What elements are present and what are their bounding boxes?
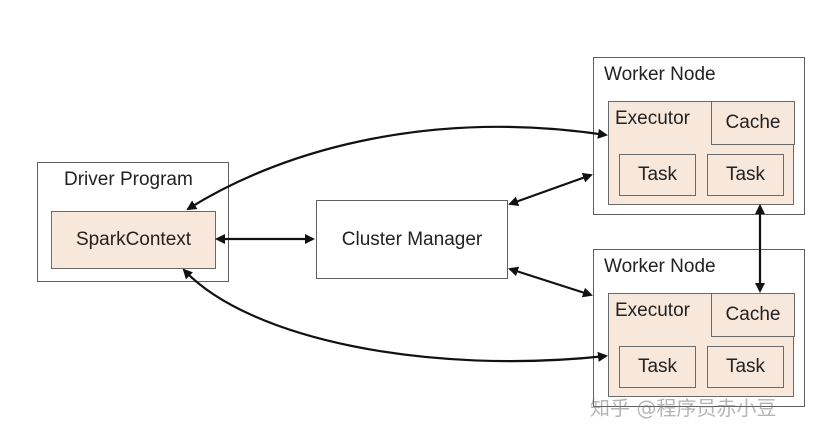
task-label: Task (637, 356, 678, 377)
task-box: Task (619, 154, 696, 196)
cluster-manager-box: Cluster Manager (316, 200, 508, 279)
arrow-cluster-manager-worker-2 (508, 266, 593, 298)
watermark-text: 知乎 @程序员赤小豆 (590, 396, 777, 420)
spark-context-label: SparkContext (75, 229, 192, 250)
cluster-manager-label: Cluster Manager (341, 228, 483, 250)
arrow-driver-worker-1 (186, 125, 608, 211)
cache-box: Cache (711, 100, 795, 145)
cache-label: Cache (725, 303, 781, 325)
task-label: Task (725, 164, 766, 185)
task-label: Task (725, 356, 766, 377)
task-label: Task (637, 164, 678, 185)
worker-node-title: Worker Node (604, 256, 716, 277)
executor-label: Executor (615, 300, 690, 321)
worker-node-title: Worker Node (604, 64, 716, 85)
arrow-cluster-manager-worker-1 (508, 172, 593, 207)
executor-box: Executor Cache Task Task (608, 292, 795, 397)
task-box: Task (619, 346, 696, 388)
executor-label: Executor (615, 108, 690, 129)
arrow-driver-worker-2 (182, 268, 608, 363)
cache-label: Cache (725, 111, 781, 133)
spark-context-box: SparkContext (51, 211, 216, 269)
executor-box: Executor Cache Task Task (608, 100, 795, 205)
worker-node-box: Worker Node Executor Cache Task Task (593, 57, 805, 215)
driver-program-title: Driver Program (64, 169, 193, 190)
task-box: Task (707, 154, 784, 196)
cache-box: Cache (711, 292, 795, 337)
task-box: Task (707, 346, 784, 388)
worker-node-box: Worker Node Executor Cache Task Task (593, 249, 805, 407)
